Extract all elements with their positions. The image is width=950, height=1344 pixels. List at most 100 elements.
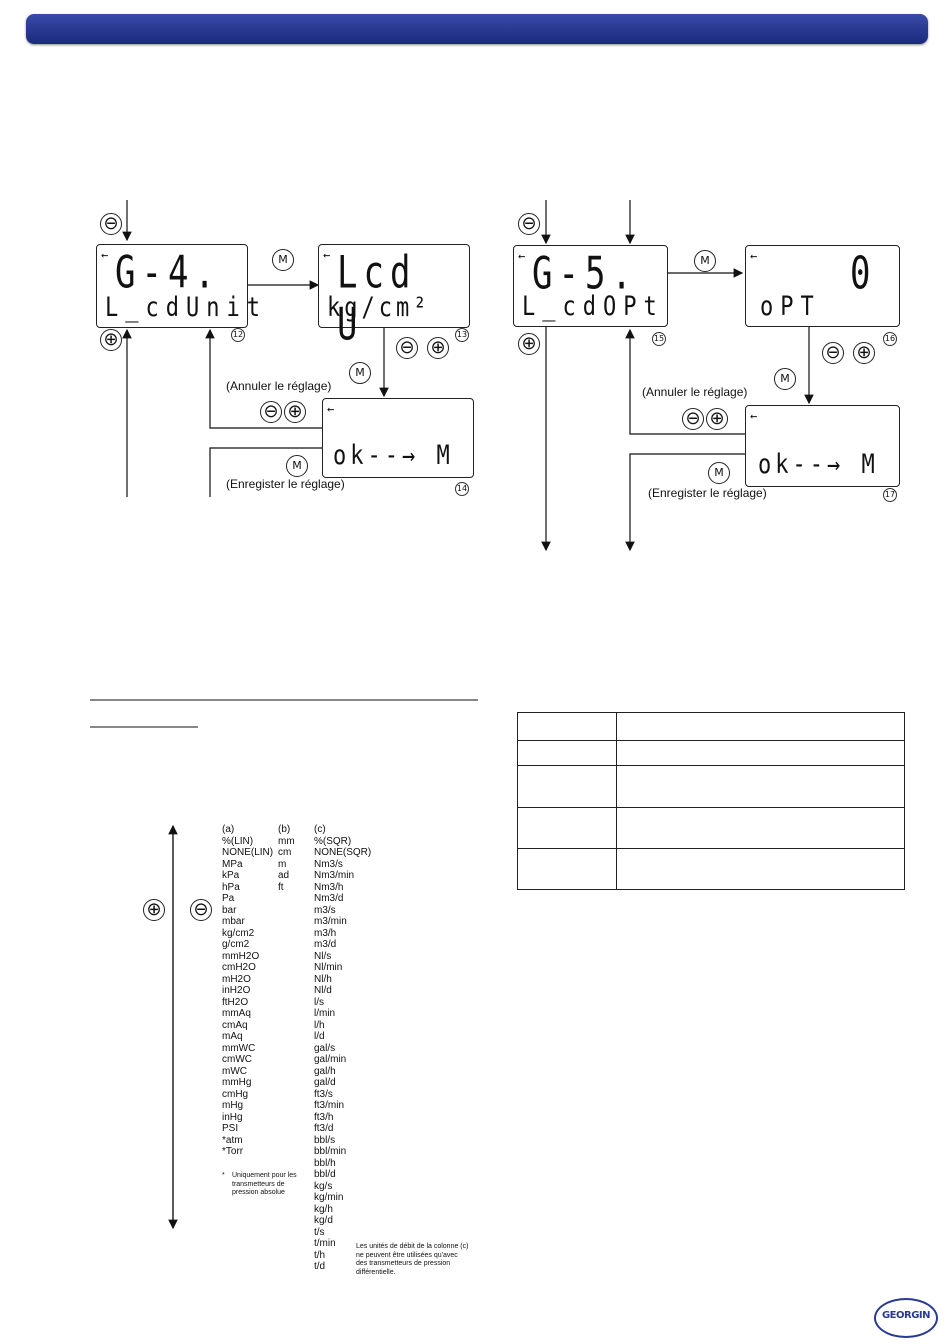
- mode-button-icon: M: [286, 455, 308, 477]
- lcd-line2: kg/cm²: [327, 293, 431, 323]
- lcd-line1: 0: [850, 248, 877, 300]
- unit-item: kg/s: [314, 1180, 333, 1192]
- unit-item: mH2O: [222, 973, 251, 985]
- unit-item: gal/s: [314, 1042, 336, 1054]
- minus-button-icon: ⊖: [190, 899, 212, 921]
- unit-item: cmAq: [222, 1019, 248, 1031]
- table-cell: [616, 848, 905, 890]
- unit-item: %(LIN): [222, 835, 254, 847]
- mode-button-icon: M: [694, 250, 716, 272]
- minus-button-icon: ⊖: [396, 337, 418, 359]
- unit-item: bbl/h: [314, 1157, 336, 1169]
- save-label: (Enregister le réglage): [648, 486, 767, 500]
- unit-item: bbl/d: [314, 1169, 336, 1180]
- unit-item: *Torr: [222, 1146, 244, 1157]
- step-number: 17: [883, 488, 897, 502]
- options-table: [517, 712, 905, 890]
- unit-item: l/d: [314, 1031, 325, 1042]
- unit-item: mmH2O: [222, 950, 260, 962]
- unit-item: mAq: [222, 1031, 243, 1042]
- back-arrow-icon: ←: [750, 409, 758, 423]
- unit-item: Nl/h: [314, 973, 332, 985]
- unit-item: Nl/s: [314, 950, 332, 962]
- plus-button-icon: ⊕: [518, 333, 540, 355]
- table-cell: [616, 740, 905, 766]
- lcd-screen-opt: ← 0 oPT: [745, 245, 900, 327]
- plus-button-icon: ⊕: [853, 342, 875, 364]
- table-cell: [616, 765, 905, 808]
- footnote-absolute: Uniquement pour les transmetteurs de pre…: [232, 1172, 297, 1196]
- unit-item: Nm3/min: [314, 870, 355, 881]
- unit-item: (a): [222, 824, 235, 835]
- step-number: 12: [231, 328, 245, 342]
- cancel-label: (Annuler le réglage): [642, 385, 748, 399]
- unit-item: l/h: [314, 1019, 325, 1031]
- note-column-c: Les unités de débit de la colonne (c) ne…: [356, 1243, 469, 1276]
- lcd-line2: ok--→ M: [758, 450, 879, 480]
- step-number: 16: [883, 332, 897, 346]
- unit-item: mm: [278, 835, 295, 847]
- plus-button-icon: ⊕: [100, 329, 122, 351]
- unit-item: m3/d: [314, 939, 337, 950]
- unit-item: gal/min: [314, 1054, 347, 1065]
- unit-item: kg/cm2: [222, 927, 255, 939]
- unit-item: Nl/min: [314, 962, 343, 973]
- lcd-screen-ok-right: ← ok--→ M: [745, 405, 900, 487]
- lcd-line2: oPT: [760, 292, 821, 322]
- unit-item: cm: [278, 847, 292, 858]
- footnote-star: *: [222, 1172, 225, 1179]
- unit-item: t/h: [314, 1249, 326, 1261]
- table-cell: [517, 765, 617, 808]
- minus-button-icon: ⊖: [518, 213, 540, 235]
- unit-item: mmAq: [222, 1008, 251, 1019]
- unit-item: ft3/s: [314, 1088, 333, 1100]
- unit-item: m3/s: [314, 904, 336, 916]
- plus-button-icon: ⊕: [427, 337, 449, 359]
- unit-item: m3/h: [314, 927, 337, 939]
- table-cell: [616, 712, 905, 741]
- unit-item: t/d: [314, 1261, 326, 1272]
- unit-item: ft3/d: [314, 1123, 334, 1134]
- lcd-screen-g5: ← G-5. L_cdOPt: [513, 245, 668, 327]
- unit-item: cmHg: [222, 1088, 249, 1100]
- step-number: 14: [455, 482, 469, 496]
- unit-item: kg/min: [314, 1192, 344, 1203]
- unit-item: (c): [314, 824, 326, 835]
- lcd-line1: Lcd U: [337, 247, 417, 351]
- back-arrow-icon: ←: [750, 249, 758, 263]
- unit-item: l/s: [314, 996, 324, 1008]
- mode-button-icon: M: [708, 462, 730, 484]
- unit-item: l/min: [314, 1008, 336, 1019]
- unit-item: cmH2O: [222, 962, 256, 973]
- cancel-label: (Annuler le réglage): [226, 379, 332, 393]
- unit-item: mmWC: [222, 1042, 256, 1054]
- lcd-line2: ok--→ M: [333, 441, 454, 471]
- unit-item: Pa: [222, 893, 235, 904]
- unit-item: *atm: [222, 1134, 243, 1146]
- table-cell: [517, 807, 617, 849]
- lcd-line2: L_cdUnit: [105, 293, 267, 323]
- header-bar: [26, 14, 928, 44]
- table-cell: [517, 712, 617, 741]
- back-arrow-icon: ←: [101, 248, 109, 262]
- unit-item: kPa: [222, 870, 240, 881]
- unit-item: bar: [222, 904, 237, 916]
- lcd-line1: G-4.: [115, 247, 221, 299]
- step-number: 15: [652, 332, 666, 346]
- unit-item: bbl/s: [314, 1134, 336, 1146]
- mode-button-icon: M: [349, 362, 371, 384]
- minus-button-icon: ⊖: [822, 342, 844, 364]
- unit-item: ft3/min: [314, 1100, 345, 1111]
- unit-item: PSI: [222, 1123, 239, 1134]
- step-number: 13: [455, 328, 469, 342]
- unit-item: kg/h: [314, 1203, 333, 1215]
- unit-item: gal/h: [314, 1065, 336, 1077]
- unit-item: mmHg: [222, 1077, 252, 1088]
- unit-item: Nm3/d: [314, 893, 344, 904]
- save-label: (Enregister le réglage): [226, 477, 345, 491]
- table-cell: [517, 848, 617, 890]
